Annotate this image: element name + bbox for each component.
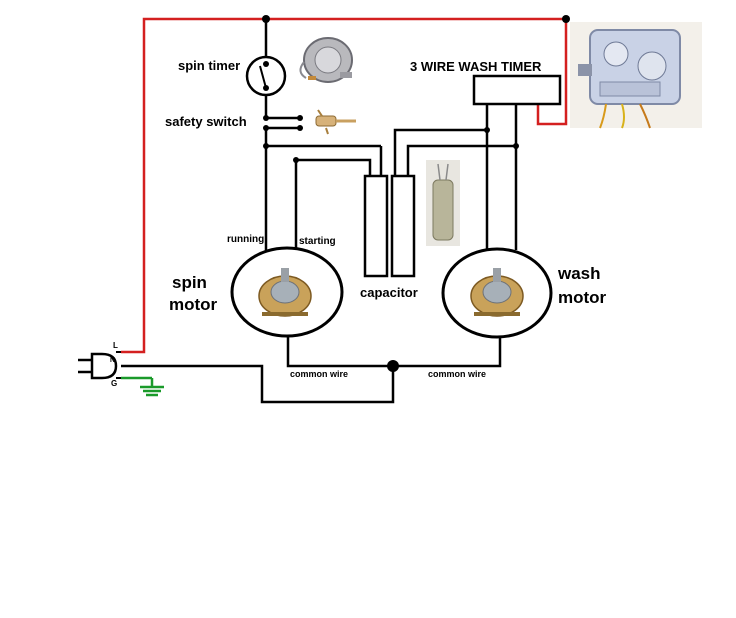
power-plug-icon xyxy=(78,351,121,380)
wash-motor-label-1: wash xyxy=(557,264,601,283)
safety-switch-photo xyxy=(315,109,356,135)
plug-g-label: G xyxy=(111,379,117,388)
wash-timer-box xyxy=(472,74,562,106)
plug-n-label: N xyxy=(110,357,115,364)
black-wires xyxy=(121,19,518,404)
spin-motor-photo xyxy=(258,268,312,317)
spin-motor xyxy=(230,246,344,338)
plug-l-label: L xyxy=(113,341,118,350)
spin-motor-label-2: motor xyxy=(169,295,218,314)
safety-switch-label: safety switch xyxy=(165,114,247,129)
junction-dots xyxy=(262,15,570,372)
capacitor-label: capacitor xyxy=(360,285,418,300)
wash-motor-photo xyxy=(470,268,524,317)
wash-timer-photo xyxy=(570,22,702,129)
capacitor-photo xyxy=(426,160,460,246)
starting-label: starting xyxy=(299,236,336,247)
spin-timer-symbol xyxy=(245,55,287,97)
common-wire-left-label: common wire xyxy=(290,369,348,379)
spin-motor-label-1: spin xyxy=(172,273,207,292)
wash-motor xyxy=(441,247,553,339)
wash-motor-label-2: motor xyxy=(558,288,607,307)
running-label: running xyxy=(227,234,264,245)
wash-timer-label: 3 WIRE WASH TIMER xyxy=(410,59,542,74)
spin-timer-label: spin timer xyxy=(178,58,240,73)
spin-timer-photo xyxy=(299,37,353,83)
capacitor-symbol xyxy=(363,174,416,278)
common-wire-right-label: common wire xyxy=(428,369,486,379)
ground-wire xyxy=(121,376,164,397)
